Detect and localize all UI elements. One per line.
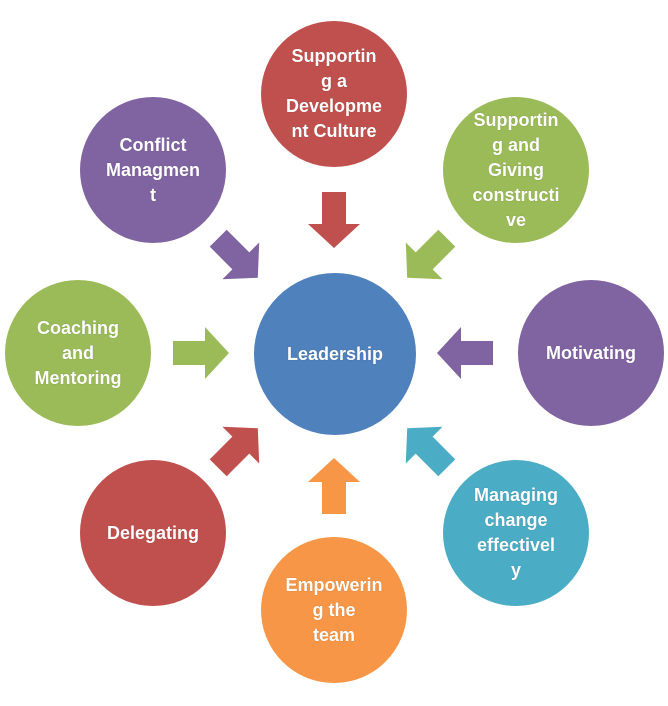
node-label: Leadership	[286, 343, 384, 364]
node-label: Managing change effectivel y	[474, 485, 558, 580]
node-motivating: Motivating	[518, 280, 664, 426]
node-conflict-management: Conflict Managmen t	[80, 97, 226, 243]
node-label: Supportin g a Developme nt Culture	[285, 46, 383, 141]
arrow-from-coaching-mentoring	[171, 323, 231, 383]
arrow-from-delegating	[208, 418, 268, 478]
node-label: Conflict Managmen t	[105, 134, 201, 205]
arrow-shape	[437, 327, 493, 379]
node-giving-feedback: Supportin g and Giving constructi ve	[443, 97, 589, 243]
node-label: Empowerin g the team	[285, 574, 383, 645]
node-label: Motivating	[546, 342, 636, 363]
arrow-from-managing-change	[397, 418, 457, 478]
node-label: Supportin g and Giving constructi ve	[472, 109, 560, 230]
arrow-shape	[405, 426, 456, 477]
arrow-from-supporting-culture	[304, 190, 364, 250]
arrow-shape	[209, 426, 260, 477]
arrow-from-empowering-team	[304, 456, 364, 516]
arrow-shape	[308, 458, 360, 514]
node-empowering-team: Empowerin g the team	[261, 537, 407, 683]
node-label: Coaching and Mentoring	[34, 317, 122, 388]
node-label: Delegating	[106, 522, 199, 543]
arrow-from-conflict-management	[208, 228, 268, 288]
arrow-shape	[405, 229, 456, 280]
arrow-from-giving-feedback	[397, 228, 457, 288]
node-managing-change: Managing change effectivel y	[443, 460, 589, 606]
arrow-from-motivating	[435, 323, 495, 383]
node-coaching-mentoring: Coaching and Mentoring	[5, 280, 151, 426]
arrow-shape	[209, 229, 260, 280]
center-node-leadership: Leadership	[254, 273, 416, 435]
node-delegating: Delegating	[80, 460, 226, 606]
node-supporting-culture: Supportin g a Developme nt Culture	[261, 21, 407, 167]
arrow-shape	[308, 192, 360, 248]
arrow-shape	[173, 327, 229, 379]
